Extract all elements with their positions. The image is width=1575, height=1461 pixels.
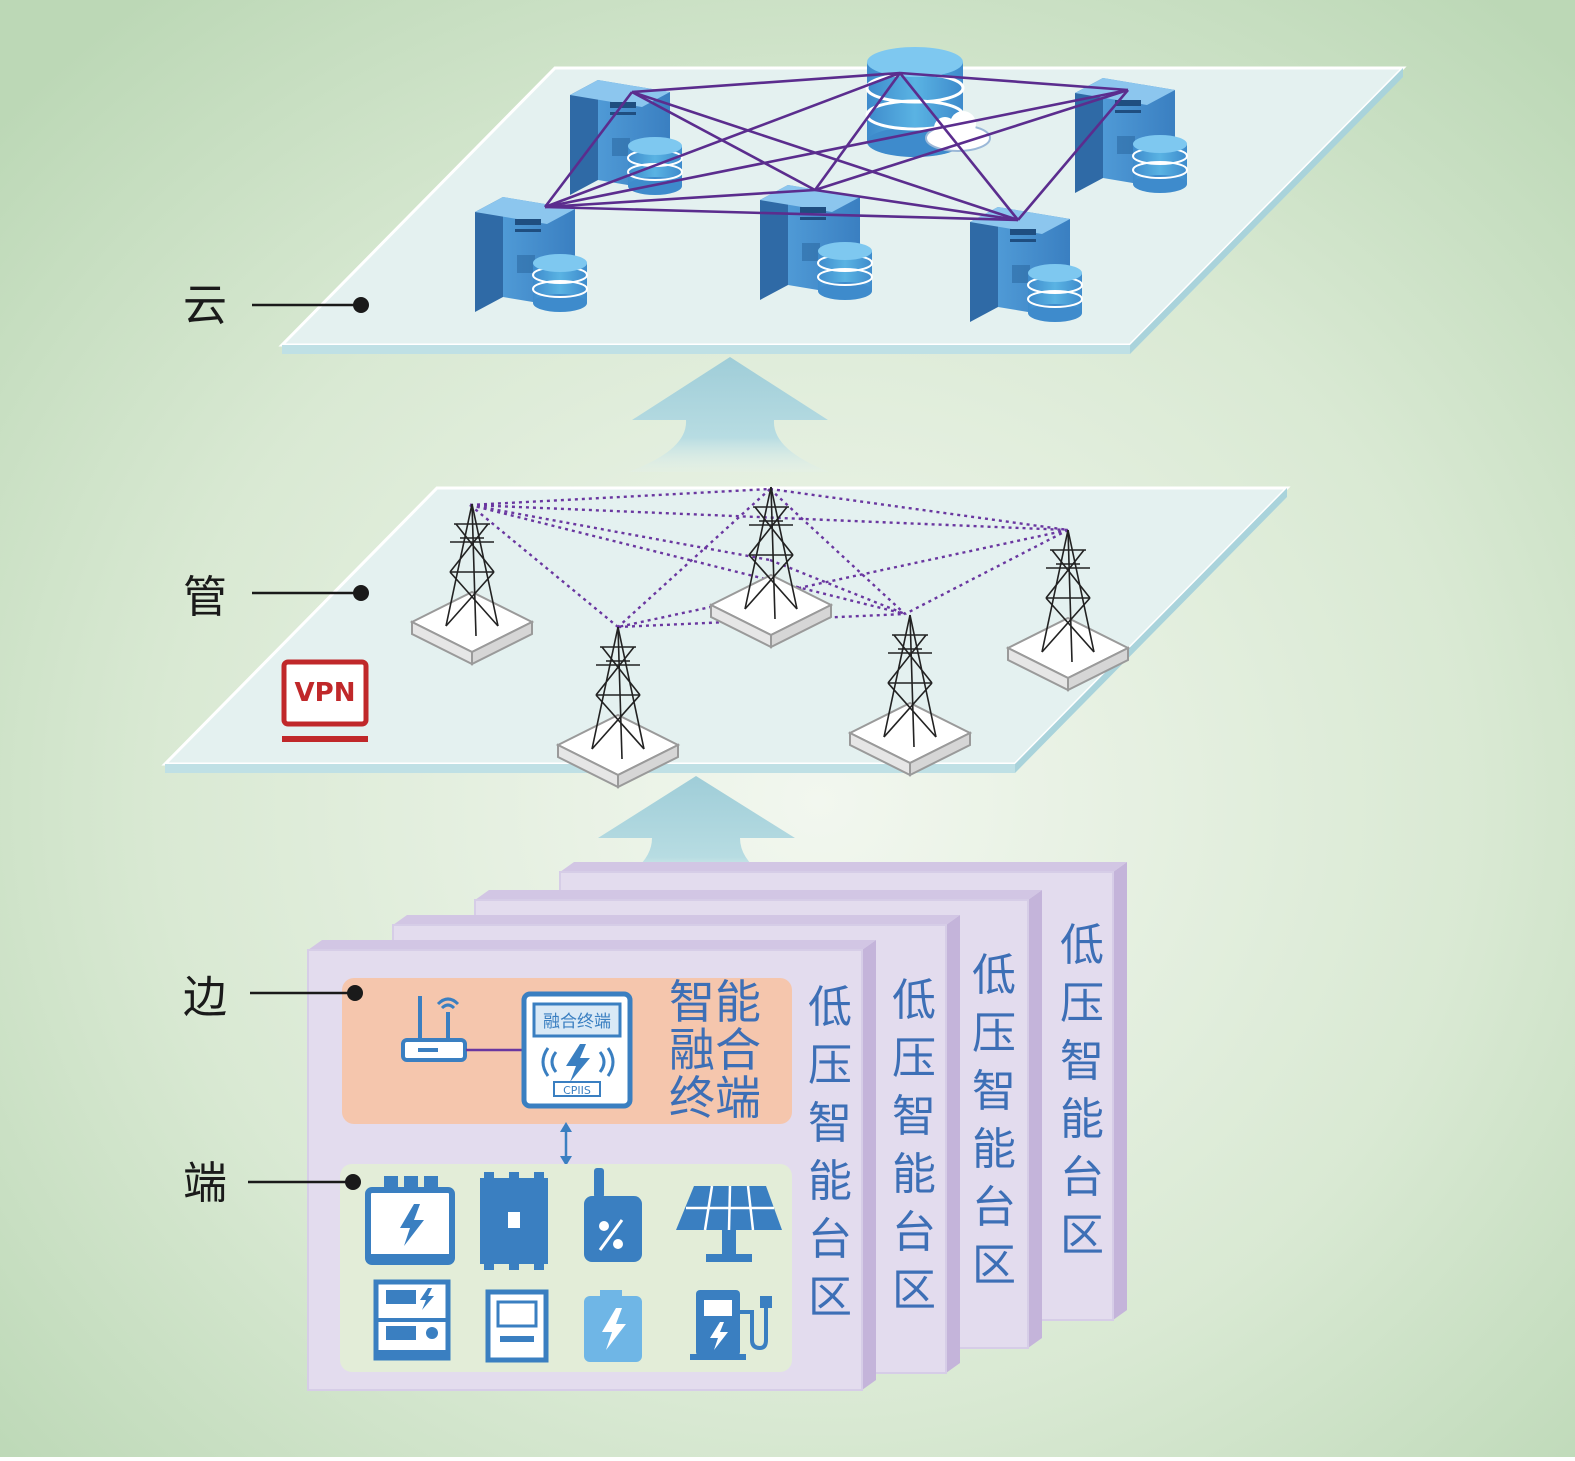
svg-text:融合: 融合 — [669, 1023, 761, 1077]
svg-text:台: 台 — [1060, 1152, 1104, 1203]
display-icon — [485, 1289, 549, 1363]
zone-label: 低 压 智 能 台 区 — [808, 982, 852, 1323]
svg-text:智: 智 — [1060, 1036, 1104, 1087]
upward-arrow — [628, 357, 830, 472]
svg-text:低: 低 — [972, 950, 1016, 1001]
end-leader: 端 — [183, 1158, 361, 1209]
pipe-leader: 管 — [183, 572, 369, 623]
svg-text:智: 智 — [972, 1066, 1016, 1117]
zone-card-front: 低 压 智 能 台 区 融合终端 — [307, 940, 876, 1391]
breaker-icon — [480, 1172, 548, 1270]
svg-text:低: 低 — [808, 982, 852, 1033]
svg-text:能: 能 — [1060, 1094, 1104, 1145]
svg-text:智: 智 — [808, 1098, 852, 1149]
svg-text:区: 区 — [1060, 1210, 1104, 1261]
svg-text:终端: 终端 — [669, 1071, 761, 1125]
svg-text:台: 台 — [892, 1207, 936, 1258]
router-icon — [401, 996, 467, 1062]
fusion-device-screen-text: 融合终端 — [543, 1012, 611, 1032]
fusion-device-tag: CPIIS — [563, 1084, 591, 1097]
svg-text:能: 能 — [892, 1149, 936, 1200]
svg-text:压: 压 — [972, 1008, 1016, 1059]
solar-panel-icon — [676, 1185, 782, 1262]
svg-text:智能: 智能 — [669, 975, 761, 1029]
cabinet-icon — [373, 1279, 451, 1361]
edge-leader: 边 — [183, 972, 363, 1023]
svg-text:区: 区 — [972, 1240, 1016, 1291]
svg-text:压: 压 — [892, 1033, 936, 1084]
cloud-icon — [925, 111, 991, 152]
svg-text:能: 能 — [972, 1124, 1016, 1175]
fusion-terminal-icon: 融合终端 CPIIS — [521, 991, 633, 1109]
svg-text:低: 低 — [892, 975, 936, 1026]
cloud-network-lines — [543, 71, 1129, 222]
edge-panel: 融合终端 CPIIS 智能 融合 终端 — [342, 975, 792, 1125]
server-icon — [474, 196, 588, 313]
vpn-icon: VPN — [281, 659, 369, 742]
end-layer-label: 端 — [183, 1158, 227, 1209]
server-icon — [759, 184, 873, 301]
svg-text:区: 区 — [892, 1265, 936, 1316]
zone-label: 低 压 智 能 台 区 — [892, 975, 936, 1316]
pipe-layer: VPN — [161, 486, 1291, 788]
svg-text:台: 台 — [808, 1214, 852, 1265]
end-panel — [340, 1164, 792, 1372]
zone-label: 低 压 智 能 台 区 — [1060, 920, 1104, 1261]
svg-text:智: 智 — [892, 1091, 936, 1142]
meter-icon — [365, 1176, 455, 1265]
sensor-icon — [584, 1168, 642, 1262]
cloud-layer-label: 云 — [183, 280, 227, 331]
fusion-terminal-label: 智能 融合 终端 — [669, 975, 761, 1125]
svg-text:区: 区 — [808, 1272, 852, 1323]
cloud-layer — [278, 47, 1407, 354]
charging-pile-icon — [690, 1290, 772, 1360]
svg-text:台: 台 — [972, 1182, 1016, 1233]
vpn-label: VPN — [295, 678, 356, 708]
svg-text:能: 能 — [808, 1156, 852, 1207]
svg-text:压: 压 — [1060, 978, 1104, 1029]
pipe-layer-label: 管 — [183, 572, 227, 623]
pipe-network-lines — [469, 487, 1069, 629]
bidirectional-arrow — [560, 1122, 572, 1166]
svg-text:压: 压 — [808, 1040, 852, 1091]
server-icon — [1074, 77, 1188, 194]
cloud-leader: 云 — [183, 280, 369, 331]
svg-text:低: 低 — [1060, 920, 1104, 971]
battery-icon — [584, 1290, 642, 1362]
server-icon — [969, 206, 1083, 323]
zone-label: 低 压 智 能 台 区 — [972, 950, 1016, 1291]
edge-layer-label: 边 — [183, 972, 227, 1023]
